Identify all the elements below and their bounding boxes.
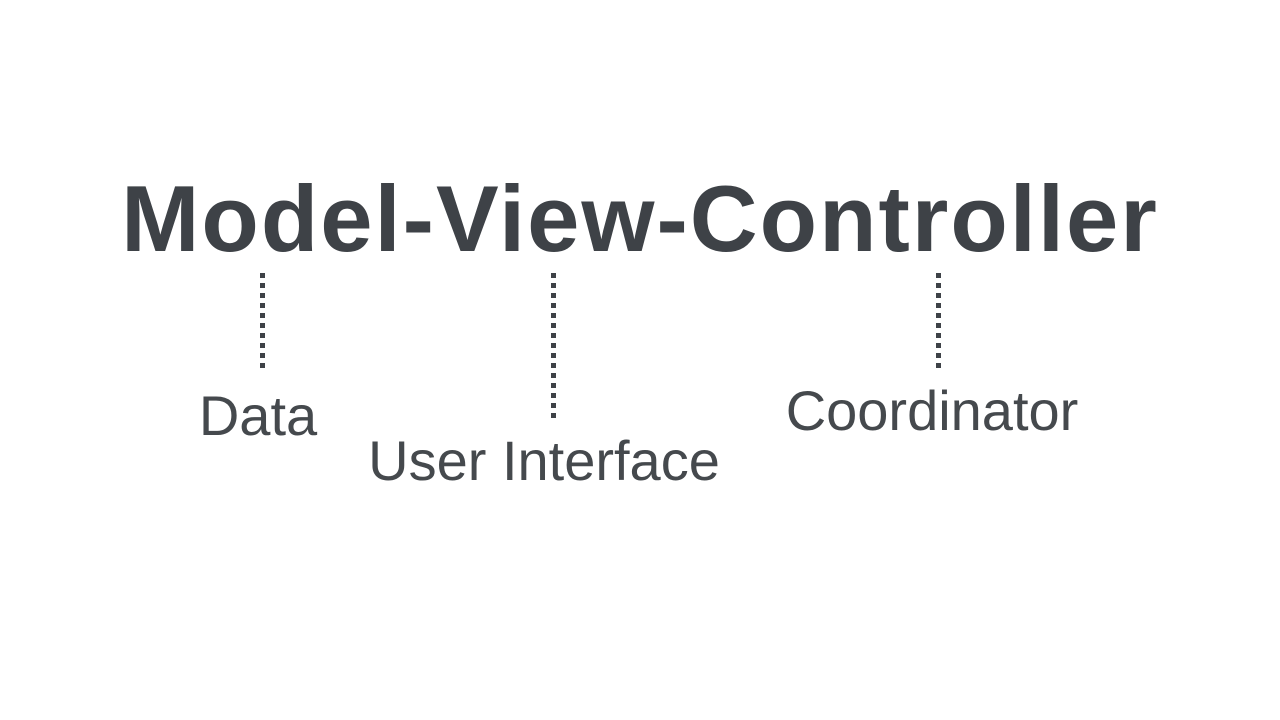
label-model-meaning: Data (198, 384, 318, 447)
connector-line-controller (936, 273, 941, 369)
label-controller-meaning: Coordinator (785, 379, 1079, 442)
connector-line-model (260, 273, 265, 369)
diagram-title: Model-View-Controller (121, 166, 1159, 271)
label-view-meaning: User Interface (368, 429, 720, 492)
connector-line-view (551, 273, 556, 421)
